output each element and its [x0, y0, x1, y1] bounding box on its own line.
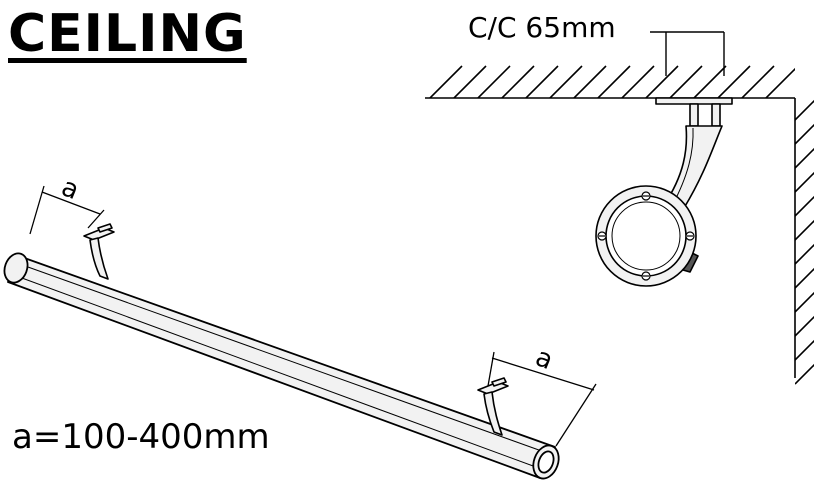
- dimension-a-left: [29, 185, 105, 235]
- bracket-spacing-rule: a=100-400mm: [12, 417, 270, 457]
- ceiling-surface: [425, 65, 795, 99]
- dimension-a-left-label: a: [57, 172, 83, 206]
- screw-icons: [597, 191, 695, 281]
- wall-surface: [794, 98, 814, 385]
- heater-tube: [3, 252, 560, 480]
- ceiling-bracket-side-view: [595, 97, 733, 287]
- center-distance-dimension: [650, 31, 725, 76]
- dimension-a-right: [487, 351, 597, 447]
- page-title: CEILING: [8, 4, 247, 64]
- right-bracket: [477, 377, 509, 436]
- dimension-a-right-label: a: [531, 342, 557, 376]
- left-bracket: [83, 223, 115, 280]
- center-distance-label: C/C 65mm: [468, 11, 616, 44]
